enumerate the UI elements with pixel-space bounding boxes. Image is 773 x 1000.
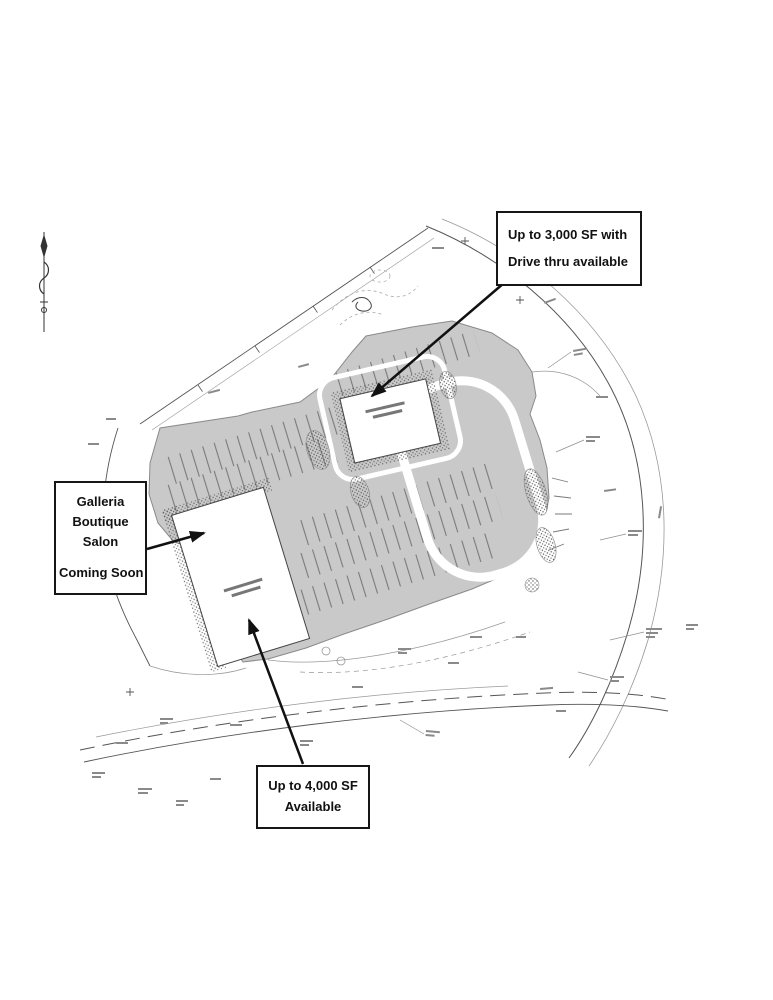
arrow-drive-thru [370, 282, 505, 398]
pad-label-smudge [365, 401, 405, 414]
callout-available: Up to 4,000 SF Available [256, 765, 370, 829]
callout-line: Up to 3,000 SF with [508, 227, 628, 242]
callout-drive-thru: Up to 3,000 SF with Drive thru available [496, 211, 642, 287]
callout-line: Available [284, 798, 342, 814]
pad-label-smudge [223, 577, 263, 593]
arrow-galleria [146, 531, 206, 551]
landscape-islands [305, 370, 557, 593]
leader-arrows [146, 282, 505, 765]
contour-lines [331, 269, 419, 326]
callout-line: Coming Soon [59, 565, 144, 581]
north-arrow-ornament [38, 232, 50, 332]
callout-galleria: Galleria Boutique Salon Coming Soon [54, 481, 147, 595]
callout-line: Boutique [72, 514, 129, 530]
parking-stalls [164, 330, 572, 616]
callout-line: Salon [82, 534, 119, 550]
callout-line: Galleria [76, 494, 125, 509]
arrow-available [247, 618, 305, 765]
building-pad-drive-thru [330, 369, 451, 473]
callout-line: Up to 4,000 SF [268, 778, 358, 793]
building-pad-galleria [161, 477, 311, 673]
callout-line: Drive thru available [508, 253, 628, 269]
survey-annotations [88, 247, 698, 806]
